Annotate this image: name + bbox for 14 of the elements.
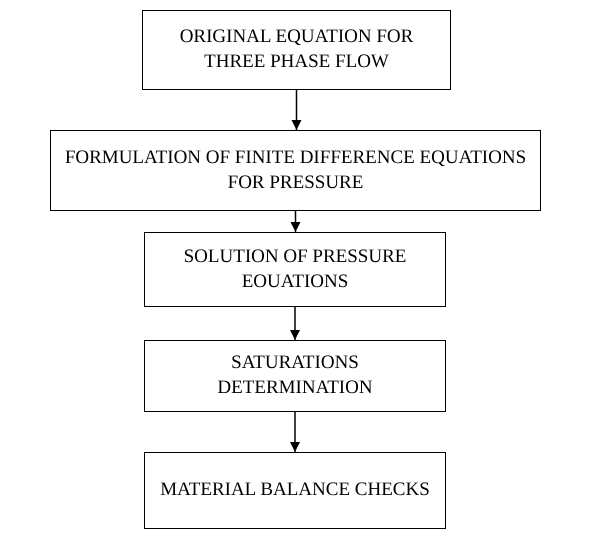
arrow	[290, 412, 300, 452]
process-box	[144, 452, 446, 529]
process-box	[142, 10, 451, 90]
arrow	[290, 211, 300, 232]
box-label: SATURATIONS DETERMINATION	[216, 351, 374, 400]
arrow	[290, 307, 300, 340]
box-label: FORMULATION OF FINITE DIFFERENCE EQUATIONS FOR PRESSURE	[64, 146, 528, 194]
box-label: ORIGINAL EQUATION FOR THREE PHASE FLOW	[178, 25, 414, 74]
process-box	[50, 130, 541, 211]
process-box	[144, 232, 446, 307]
arrow	[292, 90, 302, 130]
box-label: MATERIAL BALANCE CHECKS	[159, 478, 431, 502]
process-box	[144, 340, 446, 412]
box-label: SOLUTION OF PRESSURE EOUATIONS	[182, 244, 408, 294]
